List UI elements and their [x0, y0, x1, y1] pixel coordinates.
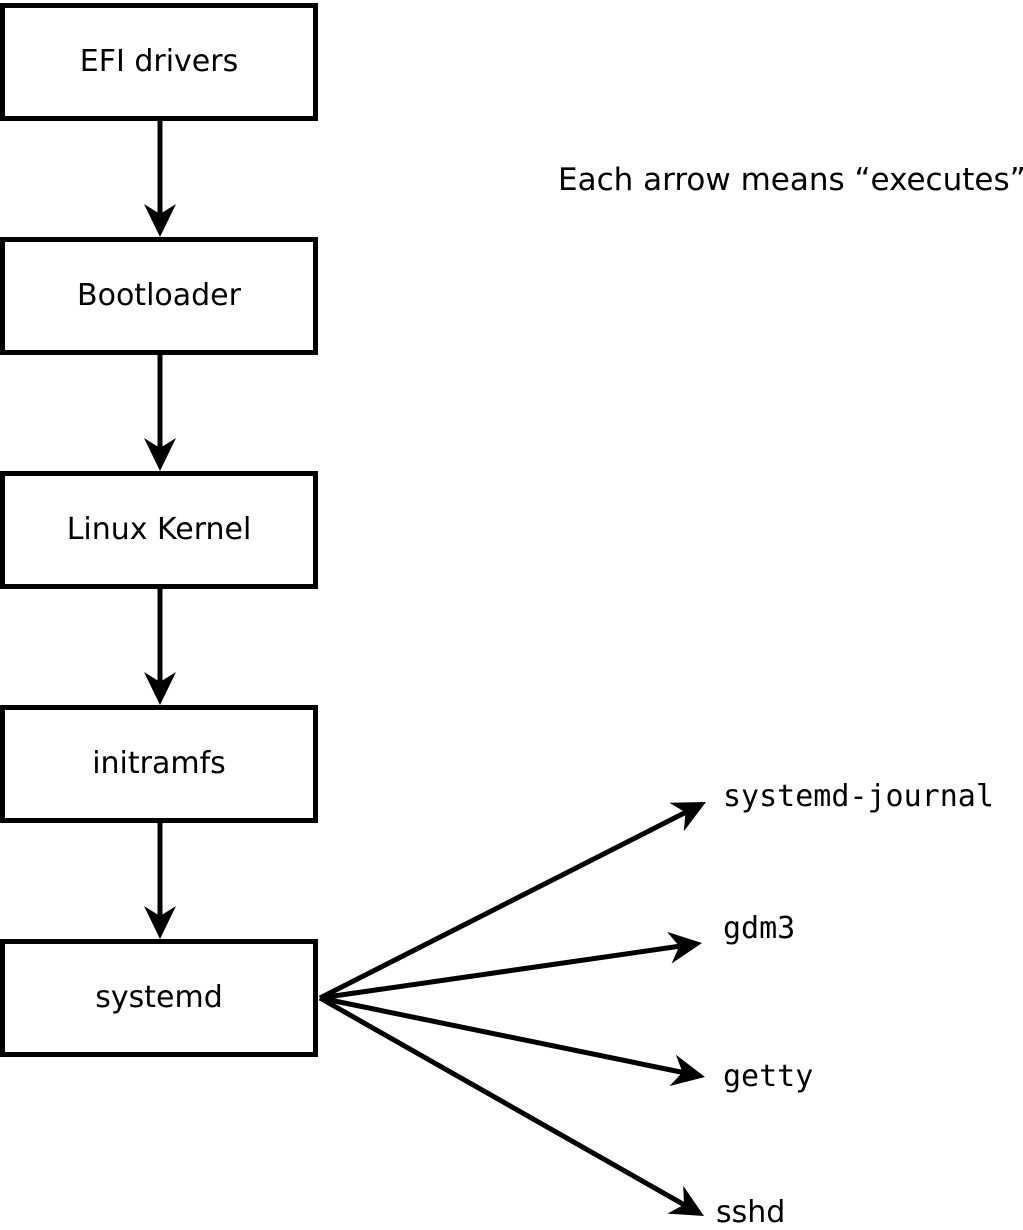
arrow-head — [669, 1054, 705, 1086]
arrow-head — [144, 672, 176, 705]
process-label-systemd-journal: systemd-journal — [723, 779, 994, 814]
arrow-head — [144, 906, 176, 939]
process-label-getty: getty — [723, 1059, 814, 1094]
node-box-bootloader: Bootloader — [0, 237, 318, 355]
arrow-head — [667, 1185, 704, 1216]
node-box-linux-kernel: Linux Kernel — [0, 471, 318, 589]
arrow-line — [319, 995, 683, 1075]
node-box-efi-drivers: EFI drivers — [0, 3, 318, 121]
arrow-head — [144, 204, 176, 237]
node-box-initramfs: initramfs — [0, 705, 318, 823]
arrow-line — [318, 995, 686, 1207]
node-label-linux-kernel: Linux Kernel — [66, 512, 252, 547]
process-label-gdm3: gdm3 — [723, 911, 796, 946]
arrow-head — [669, 802, 706, 832]
process-label-sshd: sshd — [716, 1195, 786, 1230]
arrow-head — [667, 931, 702, 964]
node-label-bootloader: Bootloader — [77, 278, 241, 313]
node-label-efi-drivers: EFI drivers — [79, 44, 239, 79]
arrow-head — [144, 438, 176, 471]
arrow-line — [319, 943, 680, 1001]
arrow-line — [318, 810, 687, 1001]
node-label-systemd: systemd — [95, 980, 223, 1015]
node-box-systemd: systemd — [0, 939, 318, 1057]
arrow-legend-note: Each arrow means “executes”. — [558, 162, 1023, 198]
node-label-initramfs: initramfs — [92, 746, 226, 781]
